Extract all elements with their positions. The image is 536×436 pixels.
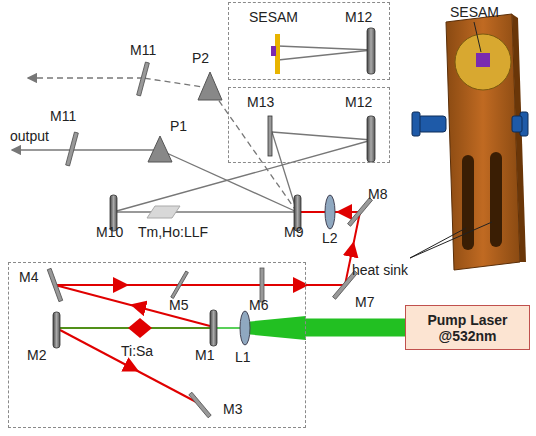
box-label: Pump Laser @532nm — [412, 312, 523, 344]
mirror-inset: M13 M12 — [228, 87, 390, 163]
crystal-label: Tm,Ho:LLF — [138, 224, 208, 240]
part-label: M13 — [247, 94, 274, 110]
part-label: M12 — [345, 94, 372, 110]
part-label: M5 — [169, 297, 188, 313]
ti-sa-cavity-box: M4M5 M6M2 Ti:Sa M1 L1M3 — [8, 262, 306, 428]
prism-label: P2 — [192, 50, 209, 66]
prism-label: P1 — [170, 118, 187, 134]
mirror-label: M8 — [368, 186, 387, 202]
sesam-inset: SESAM M12 — [228, 2, 390, 80]
pump-laser-box: Pump Laser @532nm — [405, 305, 530, 350]
part-label: M6 — [249, 297, 268, 313]
part-label: M1 — [195, 347, 214, 363]
sesam-label: SESAM — [450, 4, 499, 20]
lens-label: L2 — [322, 230, 338, 246]
mirror-label: M7 — [355, 294, 374, 310]
part-label: SESAM — [249, 9, 298, 25]
part-label: M3 — [223, 401, 242, 417]
output-label: output — [10, 128, 49, 144]
part-label: Ti:Sa — [121, 343, 153, 359]
part-label: L1 — [235, 349, 251, 365]
mirror-label: M10 — [96, 224, 123, 240]
mirror-label: M11 — [130, 42, 156, 58]
part-label: M4 — [19, 269, 38, 285]
part-label: M2 — [27, 347, 46, 363]
mirror-label: M11 — [50, 108, 76, 124]
pump-beam — [306, 319, 405, 337]
part-label: M12 — [345, 9, 372, 25]
mirror-label: M9 — [284, 224, 303, 240]
heat-sink-label: heat sink — [352, 262, 408, 278]
